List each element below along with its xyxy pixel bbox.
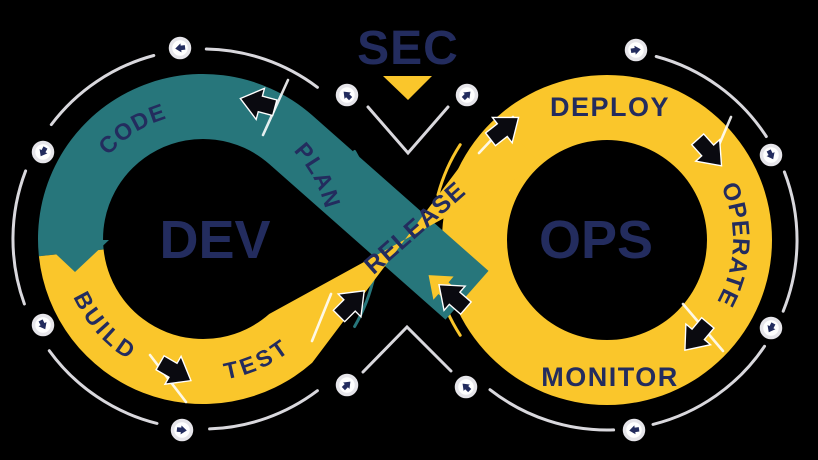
guide-arc xyxy=(49,54,156,127)
dev-label: DEV xyxy=(159,210,270,270)
guide-arc xyxy=(11,169,28,306)
guide-arc xyxy=(651,344,766,426)
progress-node-icon xyxy=(455,83,479,107)
bottom-chevron xyxy=(361,324,453,374)
guide-arc xyxy=(47,349,159,425)
guide-arc xyxy=(488,388,616,432)
teal-down-arrow-icon xyxy=(41,221,109,272)
segment-divider xyxy=(310,292,333,343)
progress-node-icon xyxy=(335,83,359,107)
progress-node-icon xyxy=(759,143,783,167)
progress-node-icon xyxy=(335,373,359,397)
progress-node-icon xyxy=(624,38,648,62)
dev-loop-band xyxy=(38,73,489,320)
ops-label: OPS xyxy=(539,210,653,270)
progress-node-icon xyxy=(759,316,783,340)
stage-label-monitor: MONITOR xyxy=(541,362,679,392)
guide-dash-yellow xyxy=(436,143,462,197)
guide-nodes xyxy=(31,36,783,442)
sec-label: SEC xyxy=(357,22,459,75)
progress-node-icon xyxy=(31,140,55,164)
progress-node-icon xyxy=(31,313,55,337)
release-band xyxy=(38,116,541,405)
progress-node-icon xyxy=(170,418,194,442)
guide-arc xyxy=(208,389,319,431)
stage-label-deploy: DEPLOY xyxy=(550,92,670,122)
progress-node-icon xyxy=(622,418,646,442)
progress-node-icon xyxy=(168,36,192,60)
guide-arc xyxy=(654,55,768,138)
guide-arc xyxy=(781,170,799,313)
guide-arc xyxy=(204,47,319,89)
sec-arrow-icon xyxy=(383,76,432,100)
top-chevron xyxy=(366,105,450,156)
progress-node-icon xyxy=(454,375,478,399)
